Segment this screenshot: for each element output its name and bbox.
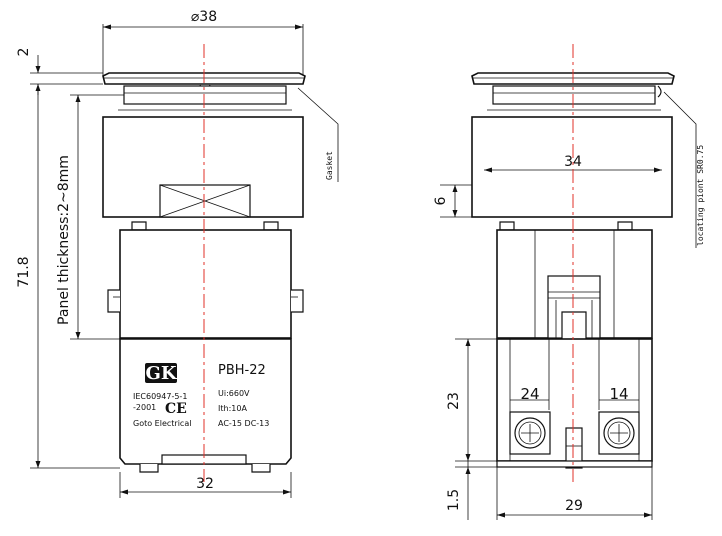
terminal-height-dimension: 23 — [446, 338, 497, 462]
front-x-box — [159, 184, 251, 218]
front-neck — [123, 85, 287, 105]
terminal-screw-left-icon — [509, 411, 551, 455]
diameter-dimension: ⌀38 — [102, 9, 304, 76]
gk-logo-icon: GK — [145, 363, 178, 384]
guide-height-dimension: 6 — [433, 184, 472, 218]
side-upper-body — [471, 116, 673, 218]
front-base-width-dimension: 32 — [119, 472, 292, 498]
side-base-width-dimension: 29 — [496, 467, 653, 520]
diameter-label: ⌀38 — [191, 9, 217, 25]
front-view: ⌀38 2 71.8 Panel thickness:2~8mm — [16, 9, 339, 498]
nameplate: GK PBH-22 IEC60947-5-1 -2001 CE Goto Ele… — [133, 363, 269, 428]
gasket-callout: Gasket — [297, 87, 339, 182]
side-neck — [492, 85, 656, 105]
cap-thickness-dimension: 2 — [16, 48, 103, 95]
locating-point-callout: locating piont SR0.75 — [663, 91, 705, 248]
side-base-width-label: 29 — [565, 498, 583, 514]
side-view: 34 6 — [433, 44, 705, 520]
base-offset-label: 1.5 — [446, 489, 462, 511]
front-contact-block — [119, 338, 292, 465]
voltage-label: Ui:660V — [218, 389, 250, 398]
current-label: Ith:10A — [218, 404, 247, 413]
model-label: PBH-22 — [218, 363, 266, 378]
panel-thickness-dimension: Panel thickness:2~8mm — [56, 94, 125, 340]
cap-thickness-label: 2 — [16, 48, 32, 57]
terminal-left-label: 24 — [520, 385, 539, 403]
guide-height-label: 6 — [433, 196, 449, 205]
svg-text:GK: GK — [145, 363, 177, 384]
base-offset-dimension: 1.5 — [446, 461, 497, 520]
overall-height-label: 71.8 — [16, 256, 32, 287]
front-base-width-label: 32 — [196, 476, 214, 492]
locating-point-label: locating piont SR0.75 — [696, 145, 705, 246]
category-label: AC-15 DC-13 — [218, 419, 269, 428]
gasket-label: Gasket — [325, 151, 334, 180]
maker-label: Goto Electrical — [133, 419, 191, 428]
overall-height-dimension: 71.8 — [16, 84, 120, 469]
panel-thickness-label: Panel thickness:2~8mm — [56, 155, 72, 325]
front-middle-body — [119, 229, 292, 339]
ce-mark-icon: CE — [165, 401, 187, 417]
terminal-right-label: 14 — [609, 385, 628, 403]
terminal-screw-right-icon — [598, 411, 640, 455]
standard-line1: IEC60947-5-1 — [133, 392, 187, 401]
standard-line2: -2001 — [133, 403, 156, 412]
terminal-height-label: 23 — [446, 392, 462, 410]
